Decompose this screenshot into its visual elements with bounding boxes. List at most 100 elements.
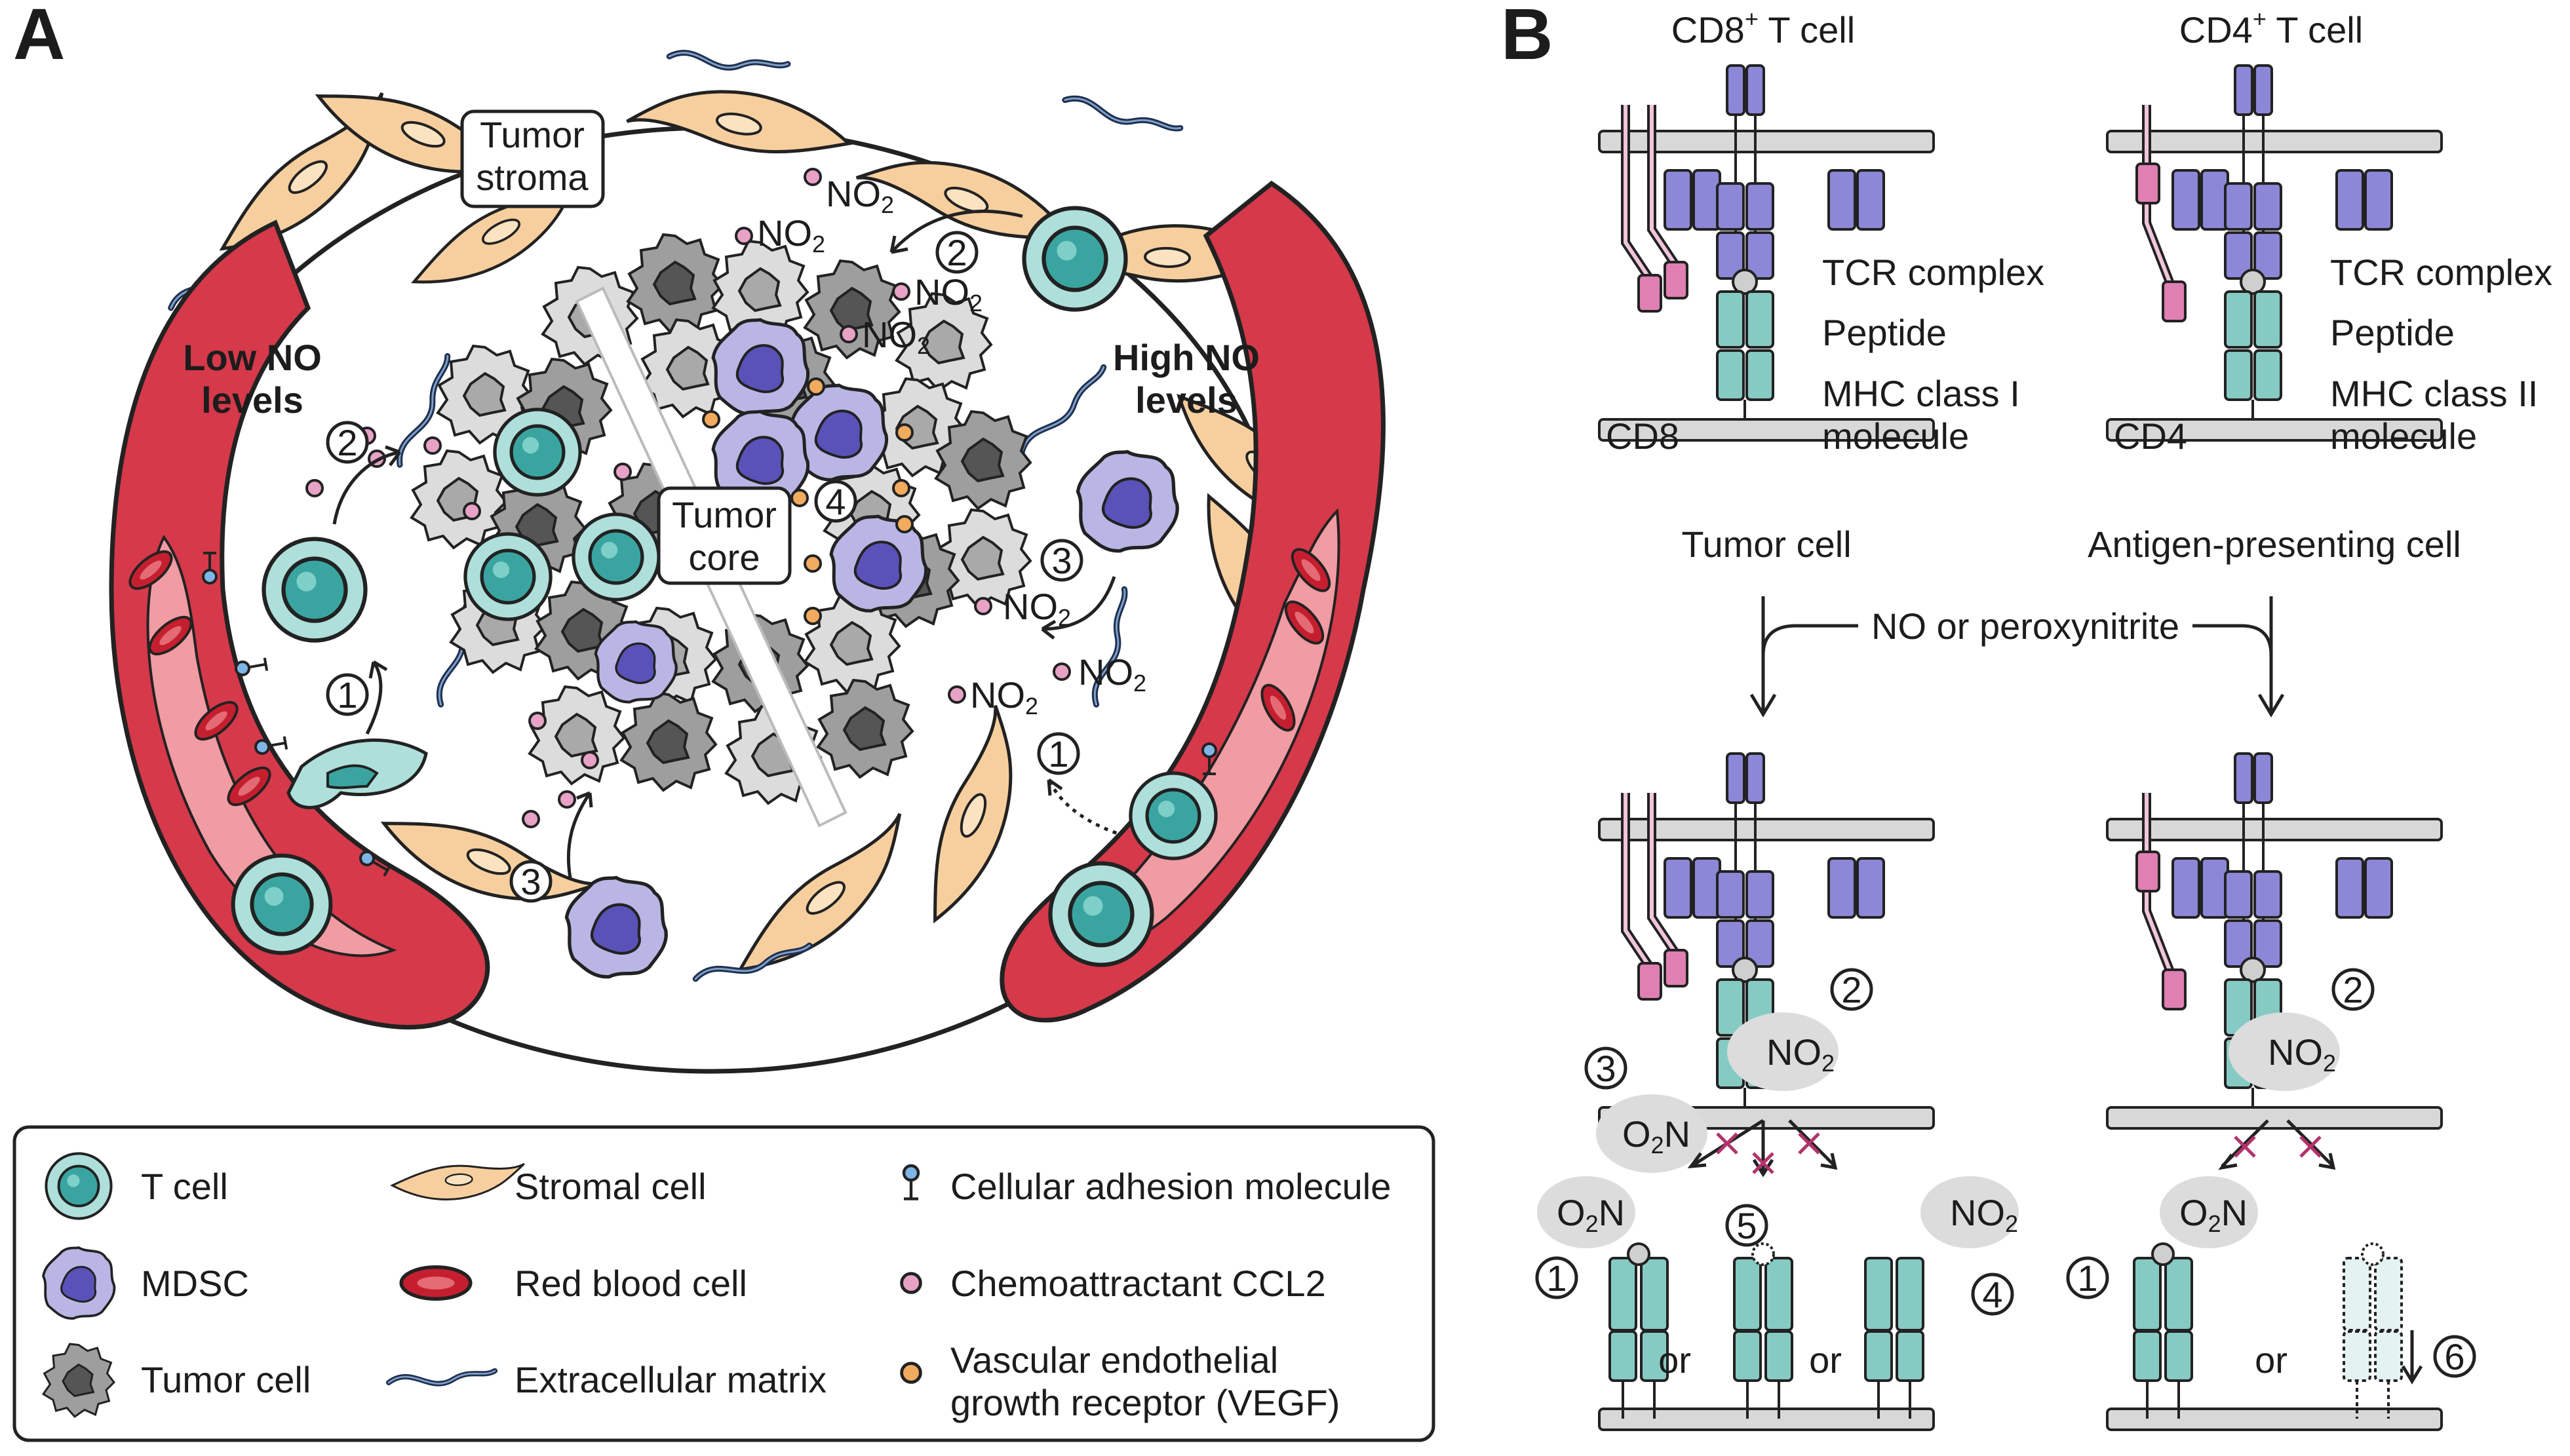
svg-text:NO2: NO2 [1078, 651, 1146, 697]
mhc-variant [2133, 1257, 2162, 1331]
panel-a-letter: A [13, 0, 65, 75]
tcell-membrane [1598, 130, 1935, 153]
mhc-block [1716, 978, 1745, 1037]
svg-text:1: 1 [1048, 733, 1068, 775]
legend-box [12, 1125, 1435, 1442]
cd4-t-cell-title: CD4+ T cell [2179, 5, 2363, 50]
mhc-variant [2343, 1257, 2371, 1331]
tcr-top [1745, 752, 1765, 804]
svg-text:growth receptor (VEGF): growth receptor (VEGF) [950, 1382, 1340, 1423]
cd8-domain [1637, 274, 1662, 313]
tcr-beta [1745, 182, 1774, 231]
tumor-core-callout: Tumor core [657, 486, 792, 585]
mhc-variant [1608, 1257, 1637, 1331]
apc-membrane [1598, 418, 1935, 442]
cd3-block [1827, 169, 1856, 231]
tcell-membrane [2106, 818, 2443, 841]
cd8-domain [1637, 962, 1662, 1001]
apc-membrane-bottom [1598, 1408, 1935, 1431]
svg-text:NO2: NO2 [1003, 586, 1071, 631]
cd8-stalk [1650, 793, 1680, 958]
mhc-variant [1733, 1330, 1762, 1382]
tcr-complex-label-2: TCR complex [2330, 252, 2552, 293]
mhc-block [2224, 290, 2253, 349]
high-no-label: High NO levels [1113, 337, 1260, 421]
svg-text:Chemoattractant CCL2: Chemoattractant CCL2 [950, 1263, 1326, 1304]
red-blood-cell-icon [401, 1267, 471, 1299]
svg-text:stroma: stroma [476, 157, 589, 198]
svg-text:O2N: O2N [1622, 1113, 1690, 1159]
or-label-2: or [1809, 1339, 1842, 1381]
peptide [2151, 1242, 2175, 1266]
cd8-t-cell-title: CD8+ T cell [1671, 5, 1855, 50]
mhc-variant [1608, 1330, 1637, 1382]
cd4-label: CD4 [2114, 415, 2187, 457]
tcr-beta [2253, 182, 2282, 231]
mhc-variant [1764, 1257, 1793, 1331]
panel-b-steps: 2 2 3 1 1 4 5 6 [1537, 969, 2474, 1377]
svg-text:MDSC: MDSC [141, 1263, 249, 1304]
t-cell-icon [46, 1153, 111, 1218]
tcr-complex-label-1: TCR complex [1822, 252, 2044, 293]
svg-text:2: 2 [2343, 969, 2363, 1010]
svg-text:levels: levels [1135, 379, 1237, 421]
svg-text:4: 4 [1982, 1274, 2002, 1315]
core-mdsc [831, 516, 926, 611]
cross-marks [1716, 1132, 2322, 1174]
tcell-membrane [1598, 818, 1935, 841]
mhc-variant [1640, 1257, 1669, 1331]
cd3-block [1856, 857, 1885, 919]
core-t-cell [465, 534, 551, 619]
ccl2-icon [902, 1274, 921, 1293]
cd4-domain [2135, 163, 2160, 204]
core-t-cell [495, 410, 580, 495]
svg-text:High NO: High NO [1113, 337, 1260, 378]
peptide [1732, 957, 1758, 983]
mhc1-label-2: molecule [1822, 415, 1969, 457]
svg-text:4: 4 [825, 481, 846, 522]
tcr-alpha [1716, 231, 1745, 280]
left-blood-vessel [109, 220, 490, 1029]
mhc-variant [2164, 1330, 2193, 1382]
panel-a-arrows [332, 209, 1135, 879]
o2n-ellipse-2: O2N [1537, 1176, 1635, 1248]
cd3-block [1664, 857, 1692, 919]
panel-b-structures [1598, 64, 2443, 1431]
legend-stromal-cell: Stromal cell [390, 1131, 707, 1221]
no2-ellipse-3: NO2 [1920, 1176, 2019, 1248]
tcr-beta [2253, 919, 2282, 968]
svg-text:T cell: T cell [141, 1166, 228, 1207]
peptide [1627, 1242, 1650, 1266]
mhc-block [1716, 349, 1745, 401]
svg-text:1: 1 [337, 674, 357, 716]
cd8-domain [1664, 949, 1688, 987]
cd8-label: CD8 [1606, 415, 1679, 457]
tcr-top [2234, 64, 2253, 116]
tcr-alpha [1716, 870, 1745, 919]
svg-text:Tumor: Tumor [672, 494, 777, 535]
tcr-top [1726, 752, 1745, 804]
apc-membrane [2106, 418, 2443, 442]
core-t-cell [574, 514, 659, 600]
svg-text:NO2: NO2 [2268, 1031, 2336, 1077]
svg-text:2: 2 [946, 232, 967, 273]
cd3-block [2364, 857, 2393, 919]
svg-text:NO2: NO2 [757, 212, 825, 258]
mhc-variant [2164, 1257, 2193, 1331]
cd3-block [2335, 857, 2364, 919]
mhc-block [2224, 349, 2253, 401]
legend-adhesion: Cellular adhesion molecule [904, 1166, 1391, 1207]
svg-text:NO2: NO2 [1766, 1031, 1835, 1077]
mdsc [1078, 451, 1177, 550]
right-blood-vessel [1000, 180, 1386, 1023]
svg-text:5: 5 [1736, 1205, 1757, 1246]
mhc-variant [1896, 1330, 1924, 1382]
peptide [1732, 269, 1758, 295]
apc-membrane-bottom [2106, 1408, 2443, 1431]
tcr-top [1726, 64, 1745, 116]
cd3-block [1856, 169, 1885, 231]
tcr-beta [2253, 231, 2282, 280]
svg-text:1: 1 [1546, 1257, 1567, 1299]
svg-text:2: 2 [337, 422, 357, 463]
peptide [1751, 1242, 1775, 1266]
